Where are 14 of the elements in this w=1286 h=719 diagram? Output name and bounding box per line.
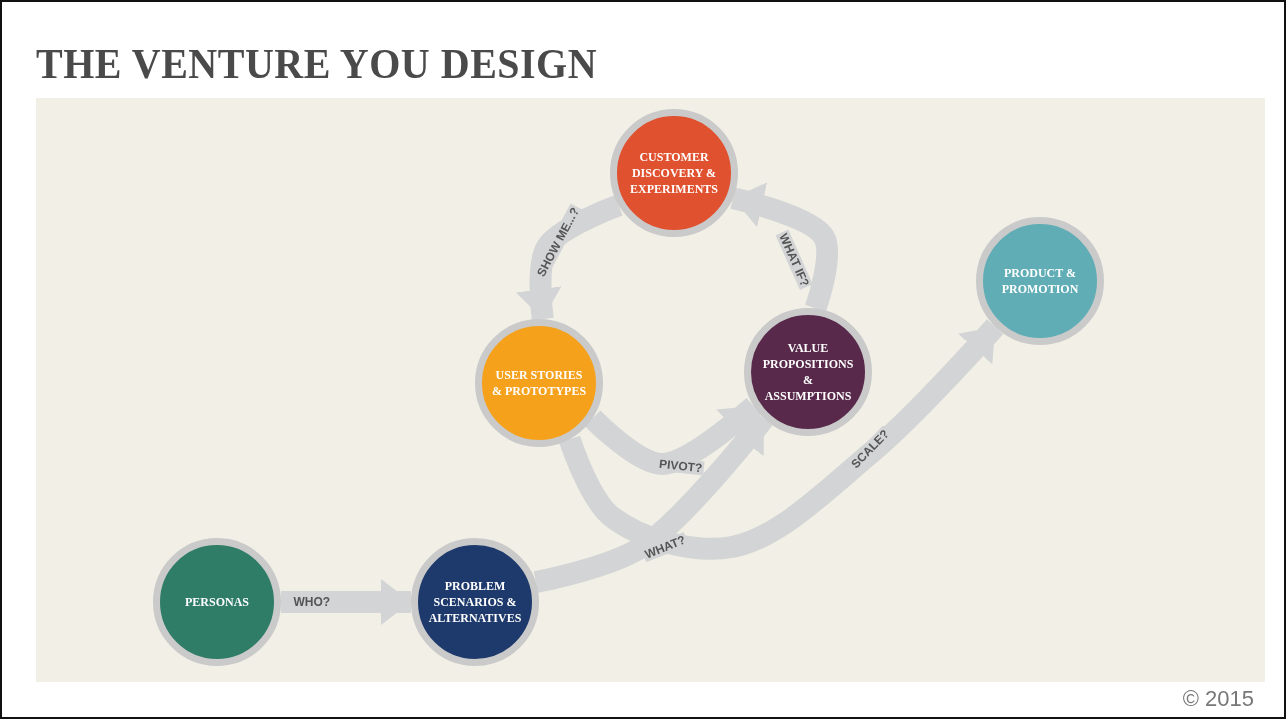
node-label: PROBLEM SCENARIOS & ALTERNATIVES	[427, 577, 523, 627]
node-label: USER STORIES & PROTOTYPES	[491, 366, 587, 400]
arrow	[730, 182, 839, 312]
arrow	[584, 397, 762, 475]
node-label: PERSONAS	[184, 593, 250, 611]
title: THE VENTURE YOU DESIGN	[36, 38, 598, 89]
arrow	[281, 579, 411, 625]
arrow	[516, 194, 623, 321]
node-label: CUSTOMER DISCOVERY & EXPERIMENTS	[629, 148, 719, 198]
copyright-notice: © 2015	[1182, 686, 1254, 712]
edge-label: WHO?	[291, 595, 333, 609]
node-label: VALUE PROPOSITIONS & ASSUMPTIONS	[761, 339, 855, 405]
node-label: PRODUCT & PROMOTION	[1000, 264, 1080, 298]
arrow	[559, 319, 1004, 560]
